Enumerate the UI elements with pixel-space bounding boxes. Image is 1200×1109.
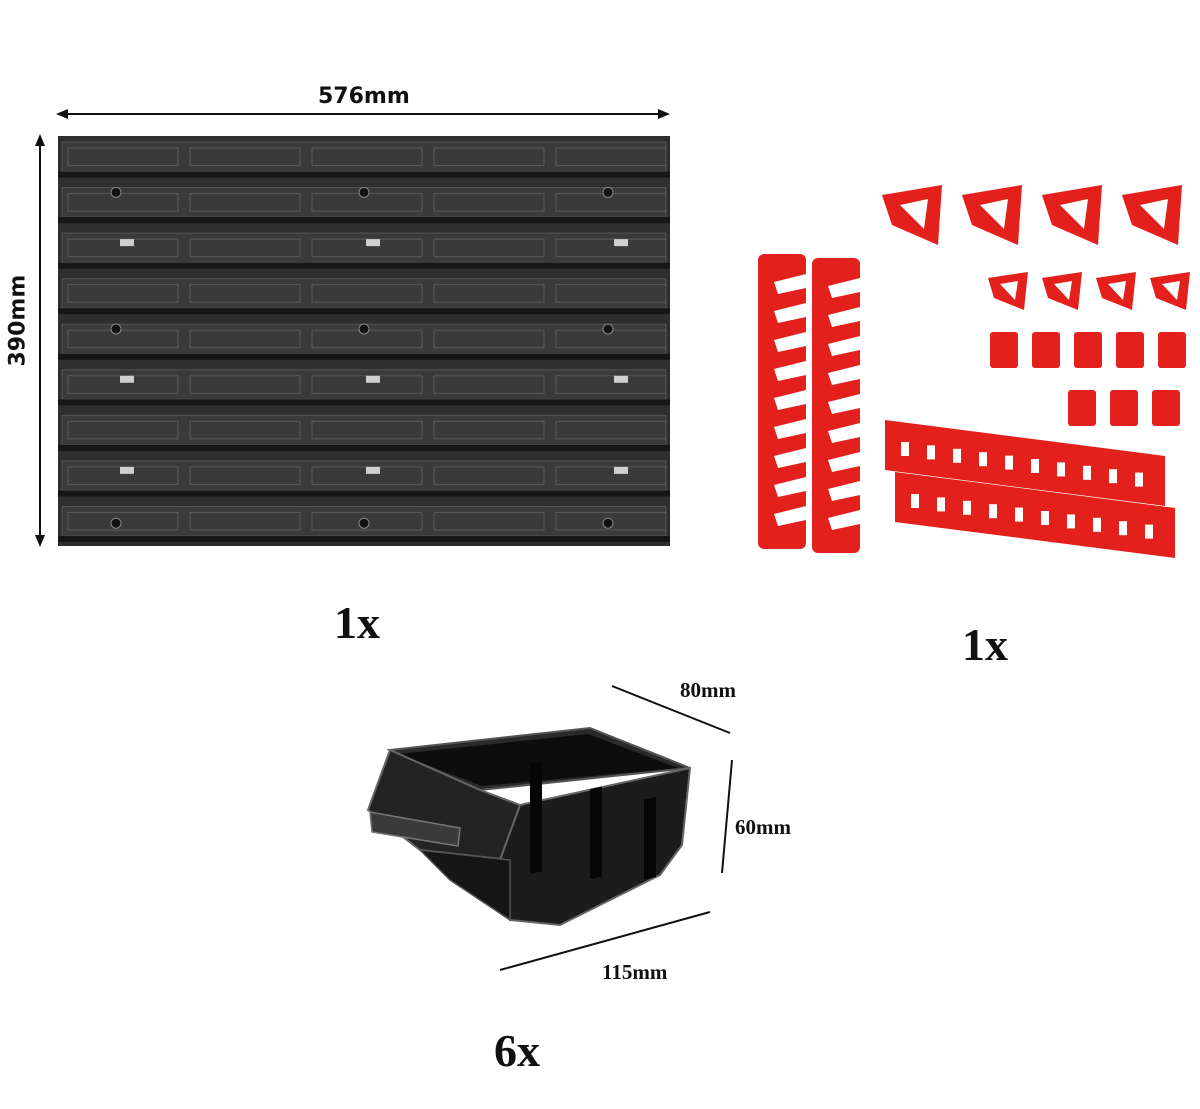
bin-height-label: 60mm	[735, 815, 791, 839]
tool-holders	[758, 185, 1190, 558]
bin-quantity-label: 6x	[494, 1025, 540, 1076]
panel-quantity-label: 1x	[334, 597, 380, 648]
storage-bin	[366, 726, 692, 927]
bin-depth-label: 80mm	[680, 678, 736, 702]
accessories-quantity-label: 1x	[962, 619, 1008, 670]
panel-width-label: 576mm	[318, 84, 410, 109]
wall-panel	[58, 136, 670, 546]
bin-width-label: 115mm	[602, 960, 668, 984]
